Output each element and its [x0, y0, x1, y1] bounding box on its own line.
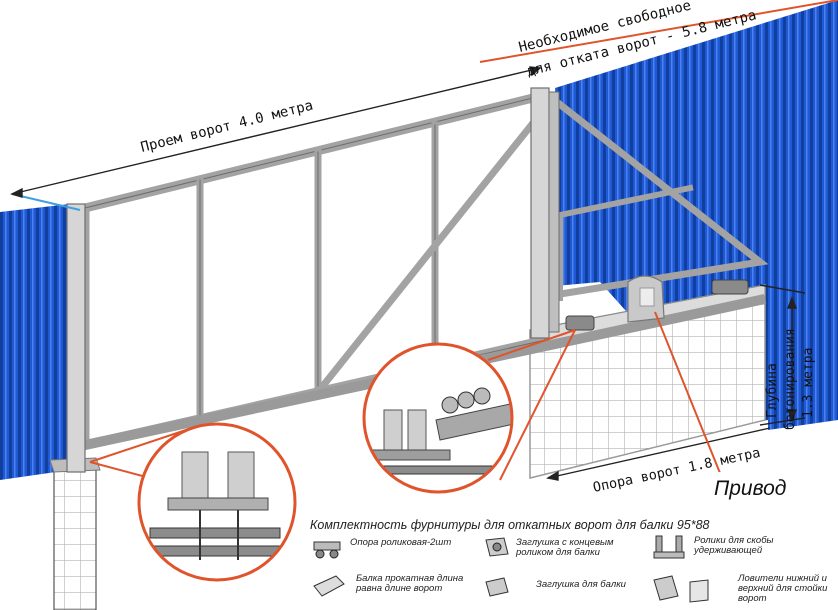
guide-rollers-icon: [653, 535, 685, 559]
drive-label: Привод: [714, 477, 786, 500]
end-roller-cap-icon: [485, 537, 509, 557]
kit-item-guide-rollers: Ролики для скобы удерживающей: [694, 535, 774, 556]
roller-carriage-icon: [313, 541, 341, 559]
concrete-depth-label-line3: 1.3 метра: [801, 348, 816, 418]
roller-carriages: [565, 279, 749, 331]
dimension-lines: [10, 0, 838, 481]
kit-title: Комплектность фурнитуры для откатных вор…: [310, 518, 710, 532]
concrete-depth-label-line2: бетонирования: [783, 328, 798, 430]
hardware-kit-legend: Комплектность фурнитуры для откатных вор…: [310, 518, 838, 610]
opening-width-label: Проем ворот 4.0 метра: [139, 98, 315, 156]
beam-cap-icon: [485, 577, 509, 597]
detail-circle-right: [362, 342, 514, 494]
kit-item-end-roller-cap: Заглушка с концевым роликом для балки: [516, 537, 614, 558]
left-post-foundation: [49, 457, 101, 610]
kit-item-rail-beam: Балка прокатная длина равна длине ворот: [356, 573, 464, 594]
kit-item-catchers: Ловители нижний и верхний для стойки вор…: [738, 573, 828, 604]
kit-item-beam-cap: Заглушка для балки: [536, 579, 626, 590]
catchers-icon: [653, 575, 709, 603]
corrugated-fence-left: [0, 204, 70, 480]
gate-posts: [66, 87, 560, 473]
drive-label-box: [710, 472, 822, 502]
concrete-depth-label-line1: Глубина: [765, 363, 780, 418]
leader-lines: [89, 311, 723, 481]
kit-item-roller: Опора роликовая-2шт: [350, 537, 452, 548]
rail-beam-icon: [313, 575, 345, 597]
gate-drive-motor: [627, 275, 665, 323]
detail-circle-left: [137, 422, 297, 582]
